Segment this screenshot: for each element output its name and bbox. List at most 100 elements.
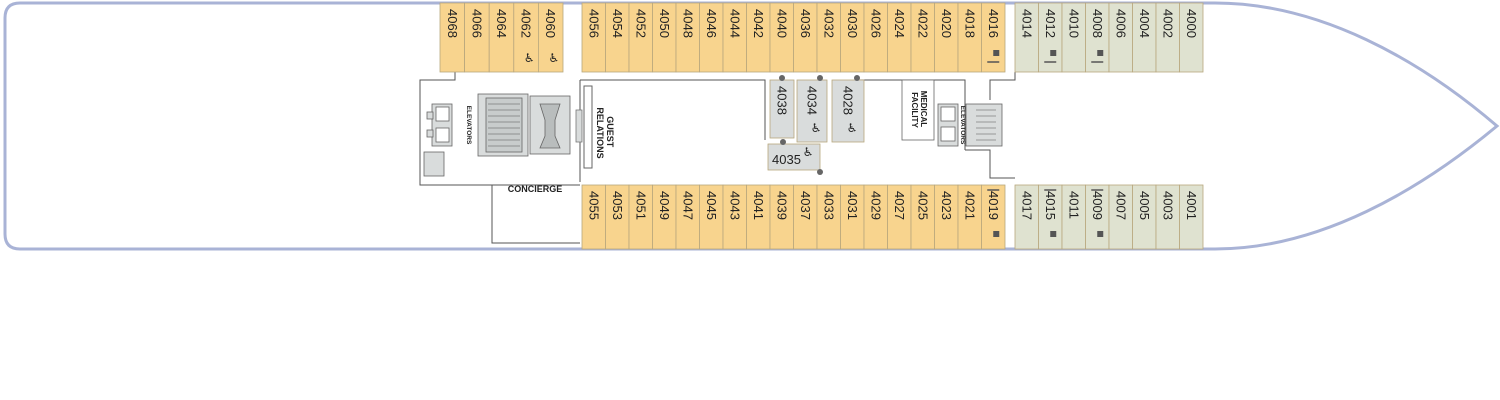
cabin-number: 4030 [845,9,860,38]
cabin-4054[interactable]: 4054 [605,2,630,73]
column-dot [817,75,823,81]
cabin-4028[interactable]: 4028 [831,79,865,143]
cabin-number: 4060 [543,9,558,38]
cabin-4040[interactable]: 4040 [769,2,794,73]
cabin-4066[interactable]: 4066 [464,2,490,73]
cabin-number: 4006 [1113,9,1128,38]
cabin-number: 4009 [1090,191,1105,220]
cabin-4038[interactable]: 4038 [769,79,795,139]
cabin-4017[interactable]: 4017 [1014,184,1039,250]
cabin-number: 4047 [680,191,695,220]
cabin-4031[interactable]: 4031 [840,184,865,250]
cabin-number: 4029 [868,191,883,220]
cabin-number: 4045 [704,191,719,220]
cabin-number: 4023 [939,191,954,220]
cabin-4020[interactable]: 4020 [934,2,959,73]
cabin-4068-box [439,2,466,73]
cabin-number: 4062 [519,9,534,38]
cabin-4002[interactable]: 4002 [1155,2,1180,73]
cabin-4026[interactable]: 4026 [863,2,888,73]
cabin-4007[interactable]: 4007 [1108,184,1133,250]
cabin-4023[interactable]: 4023 [934,184,959,250]
cabin-number: 4025 [915,191,930,220]
cabin-4045[interactable]: 4045 [699,184,724,250]
cabin-4047[interactable]: 4047 [675,184,700,250]
cabin-4050[interactable]: 4050 [652,2,677,73]
cabin-number: 4035 [772,152,801,167]
cabin-4034[interactable]: 4034 [796,79,828,143]
cabin-4064[interactable]: 4064 [488,2,515,73]
cabin-4049[interactable]: 4049 [652,184,677,250]
cabin-number: 4041 [751,191,766,220]
cabin-4041[interactable]: 4041 [746,184,771,250]
wheelchair-icon: ♿ [524,51,535,65]
cabin-4018[interactable]: 4018 [957,2,982,73]
cabin-4039[interactable]: 4039 [769,184,794,250]
cabin-number: 4003 [1160,191,1175,220]
cabin-4000[interactable]: 4000 [1179,2,1204,73]
cabin-4029[interactable]: 4029 [863,184,888,250]
cabin-4024[interactable]: 4024 [887,2,912,73]
cabin-number: 4024 [892,9,907,38]
cabin-4046[interactable]: 4046 [699,2,724,73]
cabin-4003[interactable]: 4003 [1155,184,1180,250]
cabin-number: 4014 [1019,9,1034,38]
cabin-number: 4039 [774,191,789,220]
cabin-number: 4020 [939,9,954,38]
cabin-4010[interactable]: 4010 [1061,2,1086,73]
cabin-4064-box [488,2,515,73]
cabin-4042[interactable]: 4042 [746,2,771,73]
cabin-4014[interactable]: 4014 [1014,2,1039,73]
cabin-4019[interactable]: 4019 [981,184,1006,250]
medical-facility-room [901,79,935,141]
cabin-4044[interactable]: 4044 [722,2,747,73]
cabin-number: 4005 [1137,191,1152,220]
cabin-4036[interactable]: 4036 [793,2,818,73]
cabin-number: 4033 [821,191,836,220]
guest-relations-counter [583,85,593,169]
connecting-square-icon [1097,231,1104,237]
cabin-4048[interactable]: 4048 [675,2,700,73]
cabin-4011[interactable]: 4011 [1061,184,1086,250]
cabin-4062[interactable]: 4062 [513,2,539,73]
cabin-4068[interactable]: 4068 [439,2,466,73]
cabin-number: 4068 [445,9,460,38]
cabin-4021[interactable]: 4021 [957,184,982,250]
cabin-4032[interactable]: 4032 [816,2,841,73]
cabin-4043[interactable]: 4043 [722,184,747,250]
cabin-4060-box [538,2,564,73]
cabin-4033[interactable]: 4033 [816,184,841,250]
cabin-4037[interactable]: 4037 [793,184,818,250]
guest-relations-label: GUEST RELATIONS [595,107,615,158]
cabin-number: 4037 [798,191,813,220]
cabin-number: 4042 [751,9,766,38]
cabin-number: 4007 [1113,191,1128,220]
cabin-4028-box [831,79,865,143]
cabin-4005[interactable]: 4005 [1132,184,1157,250]
cabin-4004[interactable]: 4004 [1132,2,1157,73]
cabin-4006[interactable]: 4006 [1108,2,1133,73]
cabin-4056[interactable]: 4056 [581,2,606,73]
cabin-4025[interactable]: 4025 [910,184,935,250]
cabin-number: 4048 [680,9,695,38]
cabin-4053[interactable]: 4053 [605,184,630,250]
cabin-4022[interactable]: 4022 [910,2,935,73]
cabin-4060[interactable]: 4060 [538,2,564,73]
cabin-4052[interactable]: 4052 [628,2,653,73]
cabin-4035[interactable]: 4035 [767,143,821,171]
cabin-4009[interactable]: 4009 [1085,184,1110,250]
cabin-4055[interactable]: 4055 [581,184,606,250]
cabin-4051[interactable]: 4051 [628,184,653,250]
cabin-4015[interactable]: 4015 [1038,184,1063,250]
connecting-square-icon [1097,50,1104,56]
cabin-4062-box [513,2,539,73]
cabin-number: 4046 [704,9,719,38]
connecting-square-icon [993,231,1000,237]
cabin-4001[interactable]: 4001 [1179,184,1204,250]
cabin-4027[interactable]: 4027 [887,184,912,250]
cabin-4030[interactable]: 4030 [840,2,865,73]
